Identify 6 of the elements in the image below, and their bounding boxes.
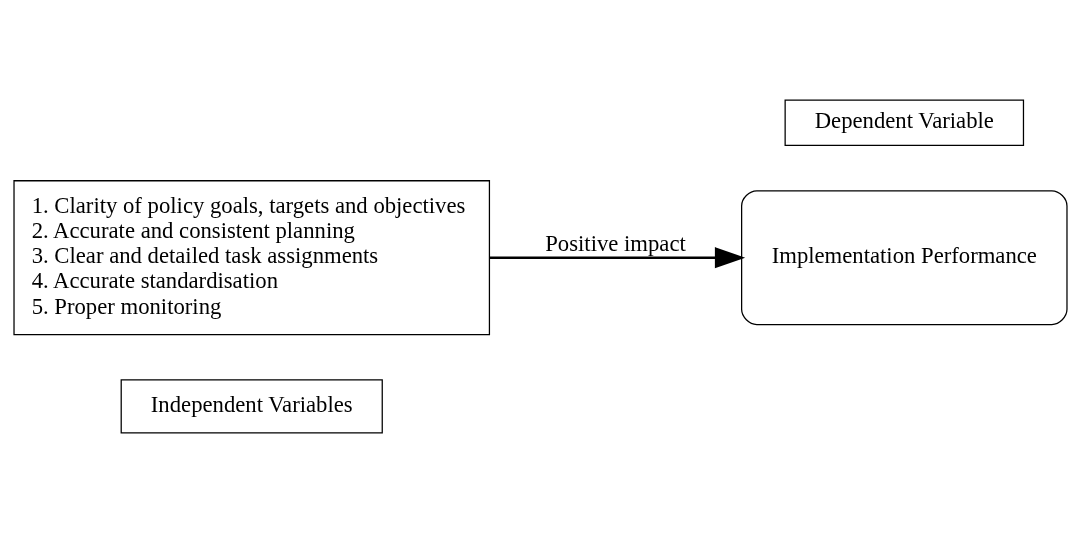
node-box: Implementation Performance	[741, 190, 1068, 326]
edge-label: Positive impact	[545, 230, 686, 256]
node-box: Independent Variables	[120, 379, 383, 434]
arrow	[489, 247, 746, 269]
node-box: 1. Clarity of policy goals, targets and objectives 2. Accurate and consistent planning 3. Clear and detailed task assignments 4. Accurate standardisation 5. Proper monitoring	[13, 180, 491, 336]
node-box: Dependent Variable	[784, 99, 1025, 147]
